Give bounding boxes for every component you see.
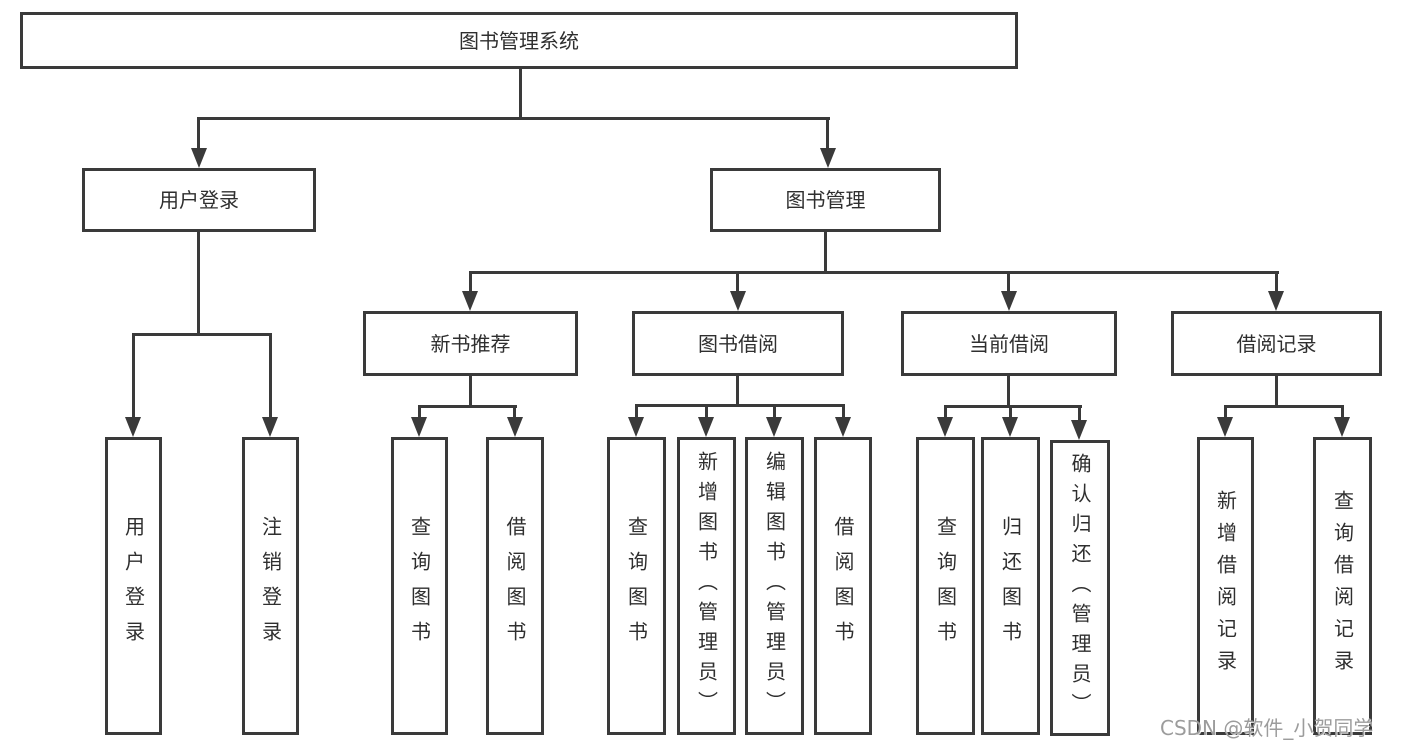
connector-stem (469, 375, 472, 408)
arrow-down-icon (835, 417, 851, 437)
node-user-login: 用户登录 (82, 168, 316, 232)
connector-drop (736, 271, 739, 295)
connector-hline (944, 405, 1082, 408)
node-book-borrowing: 图书借阅 (632, 311, 844, 376)
arrow-down-icon (125, 417, 141, 437)
leaf-confirm-return-admin-label: 确认归还（管理员） (1068, 453, 1092, 723)
node-current-borrowing: 当前借阅 (901, 311, 1117, 376)
leaf-edit-book-admin: 编辑图书（管理员） (745, 437, 804, 735)
connector-login-hline (132, 333, 272, 336)
connector-stem (736, 375, 739, 407)
node-root: 图书管理系统 (20, 12, 1018, 69)
leaf-borrow-books-recommend-label: 借阅图书 (503, 516, 527, 656)
node-new-book-recommendation: 新书推荐 (363, 311, 578, 376)
node-borrowing-records: 借阅记录 (1171, 311, 1382, 376)
connector-user-login-drop (197, 117, 200, 152)
connector-drop (132, 333, 135, 421)
node-book-borrowing-label: 图书借阅 (698, 331, 778, 356)
leaf-borrow-books-recommend: 借阅图书 (486, 437, 544, 735)
node-book-management-label: 图书管理 (785, 188, 866, 212)
leaf-logout: 注销登录 (242, 437, 299, 735)
leaf-query-books-borrowing-label: 查询图书 (624, 516, 649, 656)
leaf-query-books-recommend: 查询图书 (391, 437, 448, 735)
node-current-borrowing-label: 当前借阅 (969, 331, 1049, 356)
connector-login-stem (197, 232, 200, 336)
arrow-down-icon (1217, 417, 1233, 437)
leaf-add-borrow-record: 新增借阅记录 (1197, 437, 1254, 735)
arrow-down-icon (462, 291, 478, 311)
leaf-query-borrow-record: 查询借阅记录 (1313, 437, 1372, 735)
node-new-book-recommendation-label: 新书推荐 (430, 331, 511, 356)
leaf-borrow-books-borrowing-label: 借阅图书 (831, 516, 855, 656)
arrow-down-icon (1002, 417, 1018, 437)
connector-hline (635, 404, 845, 407)
arrow-down-icon (1001, 291, 1017, 311)
arrow-down-icon (411, 417, 427, 437)
node-user-login-label: 用户登录 (159, 188, 239, 212)
leaf-query-books-current: 查询图书 (916, 437, 975, 735)
connector-drop (418, 405, 421, 421)
connector-mgmt-hline (469, 271, 1279, 274)
connector-drop (269, 333, 272, 421)
leaf-logout-label: 注销登录 (258, 516, 283, 656)
leaf-edit-book-admin-label: 编辑图书（管理员） (762, 451, 787, 721)
arrow-down-icon (1268, 291, 1284, 311)
leaf-return-books: 归还图书 (981, 437, 1040, 735)
connector-hline (418, 405, 517, 408)
arrow-down-icon (628, 417, 644, 437)
leaf-query-books-recommend-label: 查询图书 (407, 516, 432, 656)
connector-drop (1275, 271, 1278, 295)
connector-drop (1009, 405, 1012, 421)
connector-drop (513, 405, 516, 421)
node-book-management: 图书管理 (710, 168, 941, 232)
arrow-down-icon (191, 148, 207, 168)
csdn-watermark: CSDN @软件_小贺同学 (1160, 716, 1374, 740)
arrow-down-icon (698, 417, 714, 437)
connector-drop (1341, 405, 1344, 421)
leaf-query-books-borrowing: 查询图书 (607, 437, 666, 735)
connector-drop (842, 404, 845, 421)
leaf-borrow-books-borrowing: 借阅图书 (814, 437, 872, 735)
connector-drop (1224, 405, 1227, 421)
connector-stem (1275, 375, 1278, 408)
connector-drop (705, 404, 708, 421)
leaf-add-borrow-record-label: 新增借阅记录 (1213, 490, 1238, 682)
connector-book-mgmt-drop (826, 117, 829, 152)
leaf-query-books-current-label: 查询图书 (933, 516, 958, 656)
leaf-query-borrow-record-label: 查询借阅记录 (1330, 490, 1355, 682)
arrow-down-icon (1071, 420, 1087, 440)
arrow-down-icon (937, 417, 953, 437)
leaf-confirm-return-admin: 确认归还（管理员） (1050, 440, 1110, 736)
leaf-add-book-admin-label: 新增图书（管理员） (694, 451, 719, 721)
arrow-down-icon (820, 148, 836, 168)
connector-root-stem (519, 69, 522, 120)
connector-root-hline (197, 117, 830, 120)
node-root-label: 图书管理系统 (459, 28, 579, 53)
connector-drop (1078, 405, 1081, 421)
connector-drop (469, 271, 472, 295)
leaf-add-book-admin: 新增图书（管理员） (677, 437, 736, 735)
connector-drop (944, 405, 947, 421)
connector-drop (773, 404, 776, 421)
leaf-return-books-label: 归还图书 (998, 516, 1023, 656)
node-borrowing-records-label: 借阅记录 (1236, 331, 1317, 356)
arrow-down-icon (766, 417, 782, 437)
arrow-down-icon (507, 417, 523, 437)
arrow-down-icon (730, 291, 746, 311)
arrow-down-icon (1334, 417, 1350, 437)
arrow-down-icon (262, 417, 278, 437)
connector-mgmt-stem (824, 232, 827, 274)
leaf-user-login-label: 用户登录 (121, 516, 146, 656)
connector-hline (1224, 405, 1344, 408)
leaf-user-login: 用户登录 (105, 437, 162, 735)
connector-drop (635, 404, 638, 421)
connector-drop (1007, 271, 1010, 295)
connector-stem (1007, 375, 1010, 408)
